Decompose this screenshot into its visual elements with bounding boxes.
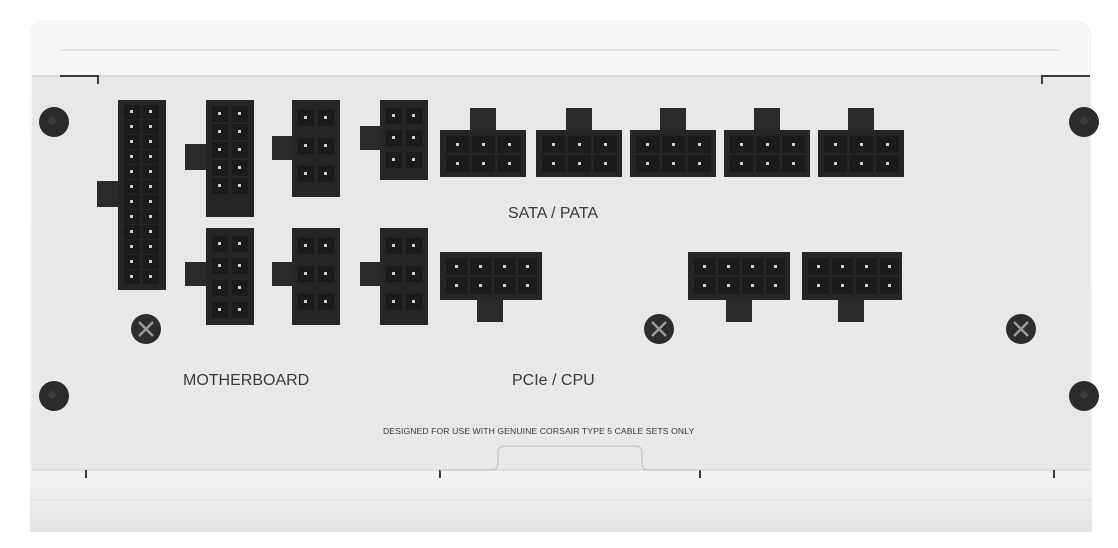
sata-pata-port-3[interactable] bbox=[630, 108, 716, 177]
sata-pata-port-4[interactable] bbox=[724, 108, 810, 177]
peripheral-port-4[interactable] bbox=[360, 228, 428, 325]
mount-screw-bottom-right bbox=[1069, 381, 1099, 411]
cable-notice-text: DESIGNED FOR USE WITH GENUINE CORSAIR TY… bbox=[383, 426, 695, 436]
mount-screw-top-left bbox=[39, 107, 69, 137]
phillips-screw-center bbox=[644, 314, 674, 344]
mount-screw-top-right bbox=[1069, 107, 1099, 137]
sata-pata-label: SATA / PATA bbox=[508, 205, 599, 222]
motherboard-10pin-port[interactable] bbox=[185, 100, 254, 217]
pcie-cpu-label: PCIe / CPU bbox=[512, 372, 595, 389]
motherboard-24pin-port[interactable] bbox=[97, 100, 166, 290]
peripheral-port-1[interactable] bbox=[272, 100, 340, 197]
pcie-cpu-port-2[interactable] bbox=[688, 252, 790, 322]
phillips-screw-right bbox=[1006, 314, 1036, 344]
peripheral-port-2[interactable] bbox=[272, 228, 340, 325]
phillips-screw-left bbox=[131, 314, 161, 344]
sata-pata-port-5[interactable] bbox=[818, 108, 904, 177]
motherboard-label: MOTHERBOARD bbox=[183, 372, 310, 389]
pcie-cpu-port-1[interactable] bbox=[440, 252, 542, 322]
sata-pata-port-1[interactable] bbox=[440, 108, 526, 177]
motherboard-6pin-port[interactable] bbox=[185, 228, 254, 325]
peripheral-port-3[interactable] bbox=[360, 100, 428, 180]
pcie-cpu-port-3[interactable] bbox=[802, 252, 902, 322]
mount-screw-bottom-left bbox=[39, 381, 69, 411]
sata-pata-port-2[interactable] bbox=[536, 108, 622, 177]
